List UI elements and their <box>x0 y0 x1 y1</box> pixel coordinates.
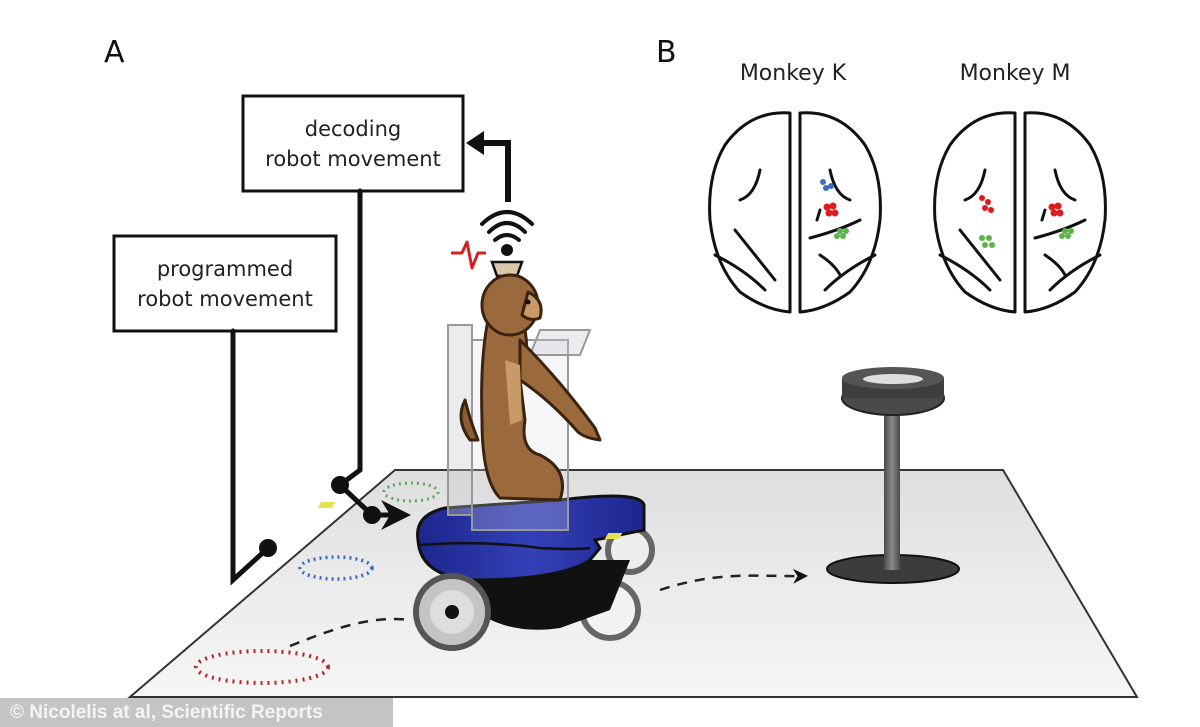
decoder-arrowhead <box>466 131 484 155</box>
neural-spike-icon <box>451 240 486 270</box>
image-credit: © Nicolelis at al, Scientific Reports <box>0 698 393 727</box>
switch-node-decoding <box>331 476 349 494</box>
brain-monkey-k <box>708 111 882 314</box>
brain-title-monkey-k: Monkey K <box>740 61 847 86</box>
reward-feeder <box>826 367 960 584</box>
decoding-box-line2: robot movement <box>265 147 441 171</box>
robot-trajectory-arrow <box>289 576 805 648</box>
wireless-signal-icon <box>480 210 534 242</box>
implant-array-red-right <box>1048 202 1064 217</box>
implant-array-green <box>834 228 849 239</box>
implant-array-green-right <box>1059 228 1074 239</box>
programmed-box-line1: programmed <box>157 257 293 281</box>
implant-array-red-left <box>979 195 994 213</box>
panel-a-label: A <box>104 35 125 70</box>
decoding-box-line1: decoding <box>305 117 401 141</box>
implant-array-green-left <box>979 235 995 248</box>
wireless-source-dot <box>501 244 513 256</box>
start-zone-blue <box>298 555 374 581</box>
decoding-robot-movement-box: decoding robot movement <box>241 94 465 193</box>
switch-node-output <box>363 506 381 524</box>
implant-array-blue <box>820 179 834 191</box>
panel-b-label: B <box>656 35 677 70</box>
switch-node-programmed <box>259 539 277 557</box>
brain-monkey-m <box>933 111 1107 314</box>
signal-to-decoder-arrow <box>478 140 511 202</box>
robot-wheelchair <box>317 494 655 651</box>
implant-array-red <box>823 202 839 217</box>
start-zone-red <box>194 649 330 685</box>
programmed-robot-movement-box: programmed robot movement <box>112 234 338 333</box>
brain-title-monkey-m: Monkey M <box>960 61 1071 86</box>
monkey <box>459 273 602 502</box>
programmed-box-line2: robot movement <box>137 287 313 311</box>
start-zone-green <box>382 481 440 503</box>
